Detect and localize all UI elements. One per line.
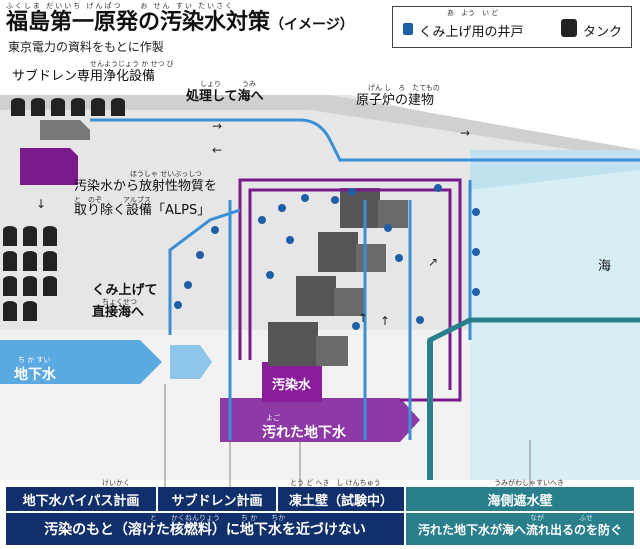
contaminated-water-box	[262, 362, 322, 402]
reactor-building-label: 原子炉の建物	[356, 93, 435, 108]
groundwater-arrow	[0, 340, 162, 384]
legend-well-ruby: あ よう い ど	[447, 9, 499, 17]
treat-to-sea-label: 処理して海へ	[186, 89, 264, 104]
alps-label-line2: 取り除く設備「ALPS」	[74, 203, 211, 218]
well-icon	[403, 23, 413, 35]
groundwater-arrow-2	[170, 345, 212, 379]
svg-text:←: ←	[212, 143, 222, 157]
tank-group-top	[11, 98, 125, 116]
seaside-wall-bar: 海側遮水壁	[406, 487, 634, 511]
pump-up-ruby: ちょくせつ	[102, 298, 137, 306]
subdrain-facility-shape	[40, 120, 90, 140]
left-summary-ruby: と かくねんりょう ち か ちか	[150, 514, 286, 522]
bypass-plan-bar: 地下水バイパス計画	[6, 487, 156, 511]
right-summary-bar: 汚れた地下水が海へ流れ出るのを防ぐ	[406, 513, 634, 545]
contaminated-water-label: 汚染水	[272, 378, 312, 393]
seaside-wall-vertical	[427, 340, 433, 480]
dirty-groundwater-label: 汚れた地下水	[262, 425, 346, 441]
bypass-plan-label: 地下水バイパス計画	[22, 493, 140, 509]
subdrain-plan-label: サブドレン計画	[171, 493, 263, 509]
pump-up-label-line2: 直接海へ	[92, 305, 145, 320]
tank-icon	[561, 19, 577, 37]
page-title-text: 福島第一原発の汚染水対策	[6, 10, 271, 35]
svg-text:↑: ↑	[358, 311, 368, 325]
subdrain-facility-label: サブドレン専用浄化設備	[12, 69, 156, 84]
guide-lines	[164, 384, 531, 487]
flow-arrows: → ← → ↓ ↑ ↗ ↑	[36, 119, 470, 328]
bypass-pipe	[168, 208, 241, 335]
source-note: 東京電力の資料をもとに作製	[8, 40, 164, 54]
left-summary-bar: 汚染のもと（溶けた核燃料）に地下水を近づけない	[6, 513, 404, 545]
svg-text:→: →	[212, 119, 222, 133]
legend-well-label: くみ上げ用の井戸	[419, 25, 524, 40]
subdrain-facility-ruby: せんようじょう か せつ び	[90, 60, 174, 68]
well-dots	[174, 184, 480, 330]
groundwater-ruby: ち か すい	[18, 356, 51, 364]
seaside-wall-label: 海側遮水壁	[487, 493, 553, 509]
subdrain-pipes	[90, 118, 640, 440]
treat-to-sea-ruby: しょり うみ	[200, 80, 256, 88]
sea-area	[470, 150, 640, 480]
frozen-wall-bar: 凍土壁（試験中）	[278, 487, 404, 511]
right-summary-ruby: なが ふせ	[530, 514, 593, 522]
dirty-groundwater-ruby: よご	[266, 414, 280, 422]
title-block: ふくしま だいいち げんぱつ お せん すい たいさく 福島第一原発の汚染水対策…	[6, 2, 354, 38]
seaside-wall-ruby: うみがわしゃすいへき	[494, 479, 564, 487]
groundwater-label: 地下水	[14, 367, 56, 383]
sea-label: 海	[598, 259, 612, 274]
legend: あ よう い ど くみ上げ用の井戸 タンク	[392, 6, 632, 48]
svg-text:→: →	[460, 126, 470, 140]
tank-group-left	[3, 226, 57, 321]
pump-up-label-line1: くみ上げて	[92, 283, 158, 298]
alps-facility-shape	[20, 148, 78, 185]
frozen-wall-label: 凍土壁（試験中）	[288, 493, 393, 509]
page-title-suffix: （イメージ）	[270, 17, 354, 33]
svg-text:↓: ↓	[36, 197, 46, 211]
frozen-wall-ruby: とう ど へき し けんちゅう	[290, 479, 381, 487]
alps-line1-ruby: ほうしゃ せいぶっしつ	[130, 170, 202, 178]
svg-text:↗: ↗	[428, 255, 438, 269]
right-summary-label: 汚れた地下水が海へ流れ出るのを防ぐ	[417, 522, 622, 537]
alps-line2-ruby: と のぞ アルプス	[74, 196, 151, 204]
reactor-building-ruby: げん し ろ たてもの	[368, 84, 440, 92]
subdrain-plan-bar: サブドレン計画	[158, 487, 276, 511]
page-title: 福島第一原発の汚染水対策（イメージ）	[6, 10, 354, 38]
bypass-ruby: けいかく	[102, 479, 130, 487]
dirty-groundwater-area	[220, 398, 420, 442]
legend-tank-label: タンク	[583, 25, 623, 40]
title-ruby: ふくしま だいいち げんぱつ お せん すい たいさく	[6, 2, 235, 10]
alps-label-line1: 汚染水から放射性物質を	[74, 179, 218, 194]
svg-text:↑: ↑	[380, 314, 390, 328]
reactor-buildings	[268, 188, 408, 366]
left-summary-label: 汚染のもと（溶けた核燃料）に地下水を近づけない	[44, 522, 366, 538]
